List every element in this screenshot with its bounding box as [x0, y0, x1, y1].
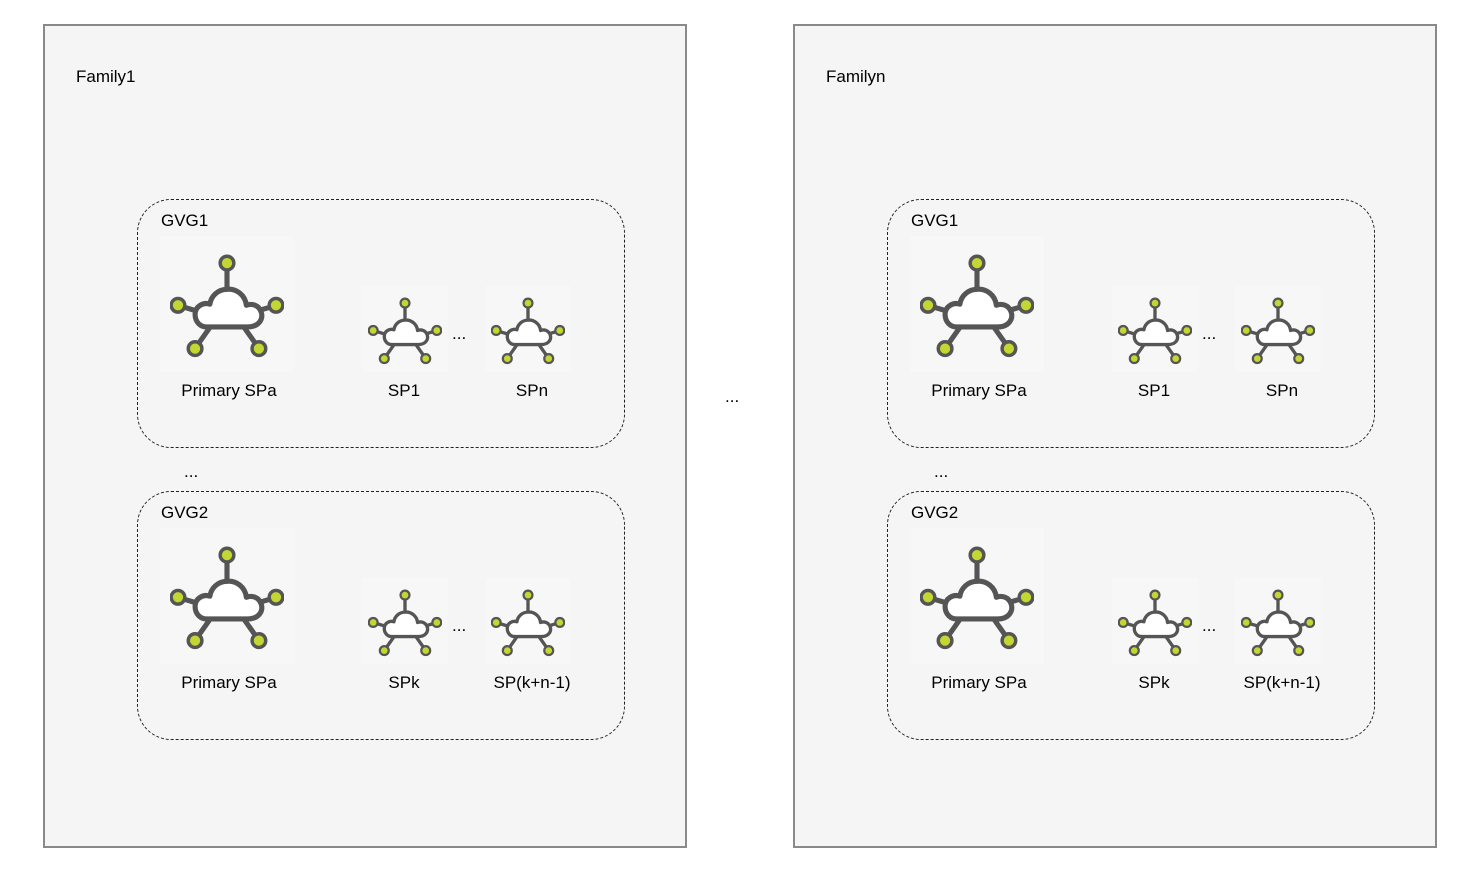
- family-title: Familyn: [826, 67, 886, 86]
- sp-icon: [1235, 286, 1321, 372]
- gvg-group: GVG2 Primary SPa ... SPk SP(k+n-1): [137, 491, 625, 740]
- gvg-ellipsis: ...: [934, 462, 949, 481]
- sp-label: SPn: [1265, 381, 1299, 400]
- family-title: Family1: [76, 67, 136, 86]
- primary-sp-label: Primary SPa: [931, 381, 1027, 400]
- primary-sp-label: Primary SPa: [181, 381, 277, 400]
- gvg-ellipsis: ...: [184, 462, 199, 481]
- gvg-label: GVG1: [911, 211, 959, 230]
- sp-icon: [1112, 286, 1198, 372]
- primary-sp-label: Primary SPa: [181, 673, 277, 692]
- sp-ellipsis: ...: [1202, 616, 1217, 635]
- sp-ellipsis: ...: [452, 324, 467, 343]
- sp-icon: [485, 286, 571, 372]
- gvg-label: GVG1: [161, 211, 209, 230]
- sp-label: SPk: [388, 673, 420, 692]
- sp-label: SPn: [515, 381, 549, 400]
- family-panel-n: Familyn GVG1 Primary SPa ... SP1 SPn ...…: [793, 24, 1437, 848]
- sp-icon: [1235, 578, 1321, 664]
- gvg-label: GVG2: [161, 503, 209, 522]
- family-ellipsis: ...: [725, 387, 740, 406]
- sp-ellipsis: ...: [452, 616, 467, 635]
- sp-icon: [362, 578, 448, 664]
- primary-sp-icon: [910, 236, 1044, 372]
- sp-icon: [1112, 578, 1198, 664]
- gvg-label: GVG2: [911, 503, 959, 522]
- gvg-group: GVG1 Primary SPa ... SP1 SPn: [887, 199, 1375, 448]
- sp-label: SP1: [1137, 381, 1171, 400]
- sp-ellipsis: ...: [1202, 324, 1217, 343]
- sp-icon: [362, 286, 448, 372]
- primary-sp-icon: [160, 236, 294, 372]
- primary-sp-icon: [910, 528, 1044, 664]
- sp-label: SP(k+n-1): [1243, 673, 1321, 692]
- sp-label: SP1: [387, 381, 421, 400]
- sp-label: SPk: [1138, 673, 1170, 692]
- primary-sp-icon: [160, 528, 294, 664]
- primary-sp-label: Primary SPa: [931, 673, 1027, 692]
- sp-icon: [485, 578, 571, 664]
- gvg-group: GVG1 Primary SPa ... SP1 SPn: [137, 199, 625, 448]
- sp-label: SP(k+n-1): [493, 673, 571, 692]
- family-panel-1: Family1 GVG1 Primary SPa ... SP1 SPn ...…: [43, 24, 687, 848]
- gvg-group: GVG2 Primary SPa ... SPk SP(k+n-1): [887, 491, 1375, 740]
